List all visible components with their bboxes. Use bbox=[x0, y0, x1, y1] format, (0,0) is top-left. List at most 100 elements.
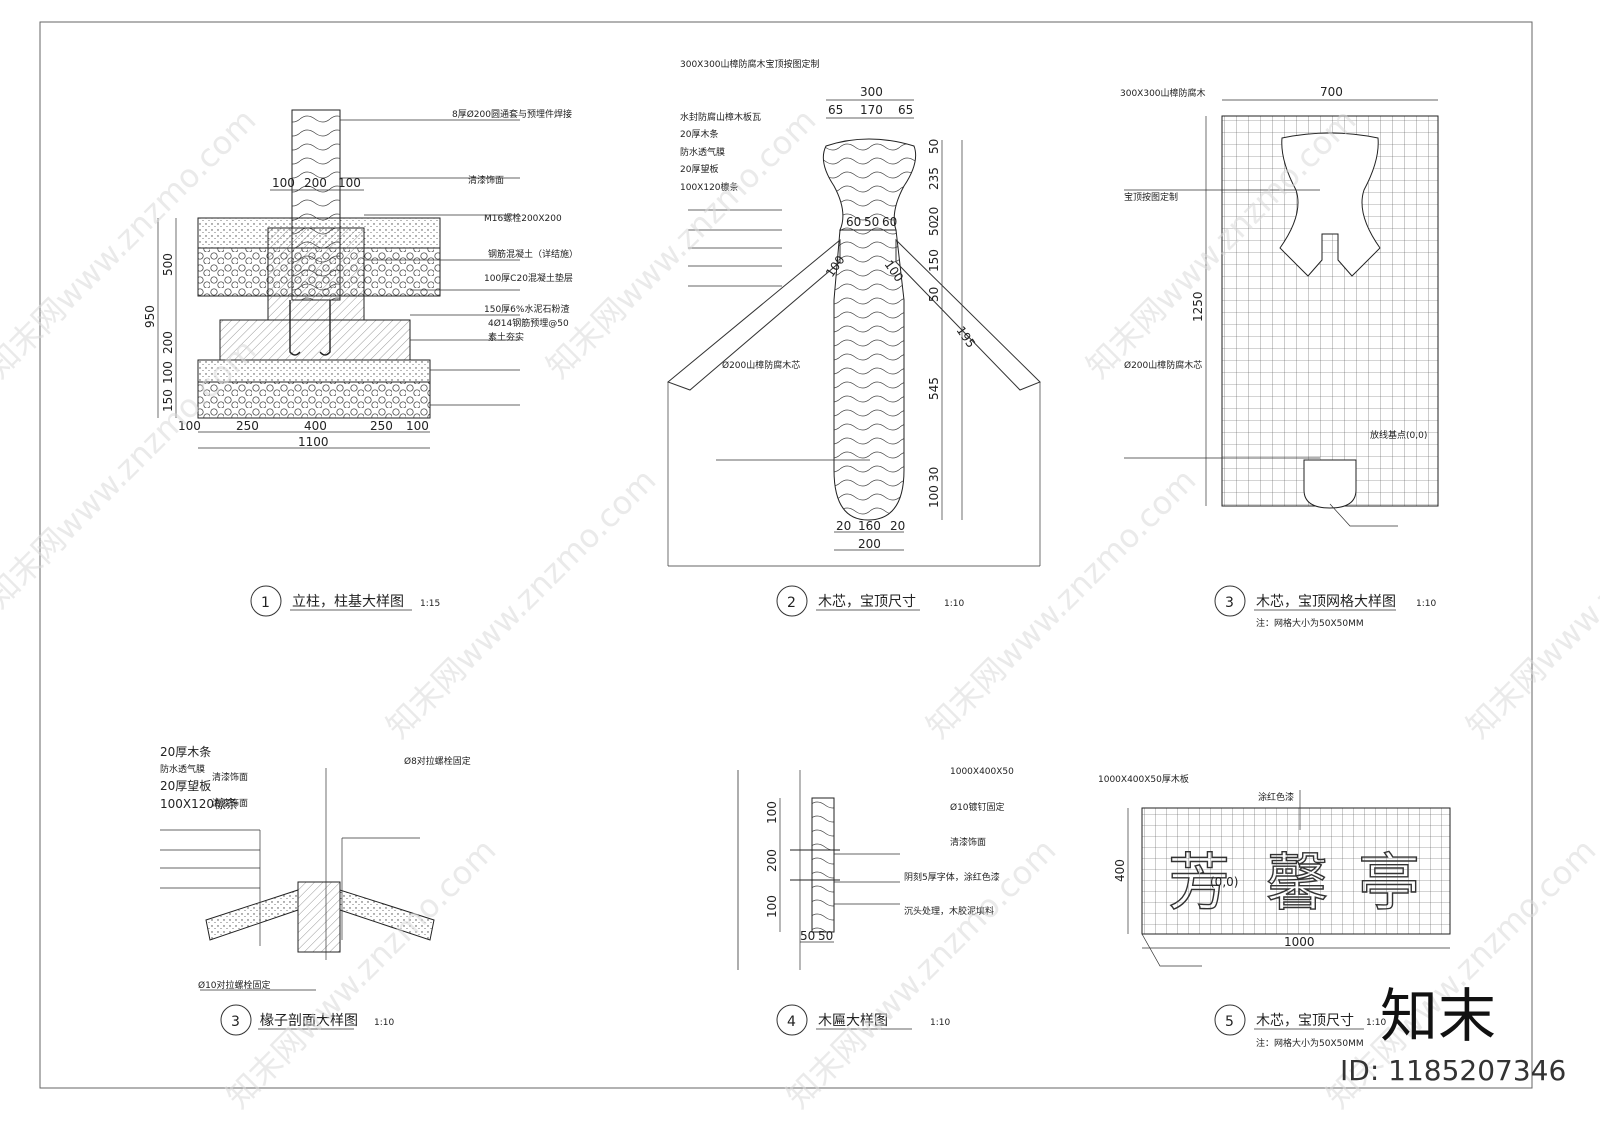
d2-dim-right-5: 150 bbox=[927, 249, 941, 272]
d2-dim-right-7: 545 bbox=[927, 377, 941, 400]
d2-dim-top-1: 65 bbox=[828, 103, 843, 117]
d2-dim-right-3: 20 bbox=[927, 207, 941, 222]
d1-dim-bottom-5: 100 bbox=[406, 419, 429, 433]
d5-char-2: 馨 bbox=[1266, 846, 1328, 919]
d3a-scale: 1:10 bbox=[1416, 599, 1436, 609]
d1-dim-left-3: 100 bbox=[161, 361, 175, 384]
d3b-scale: 1:10 bbox=[374, 1018, 394, 1028]
d2-dim-right-9: 100 bbox=[927, 485, 941, 508]
d3b-inner-note-2: 清漆饰面 bbox=[212, 797, 248, 809]
d1-note-4: 钢筋混凝土（详结施） bbox=[488, 248, 578, 260]
d2-dim-mid-1: 60 bbox=[846, 215, 861, 229]
d1-note-1: 8厚Ø200圆通套与预埋件焊接 bbox=[452, 108, 572, 120]
watermark-8: 知末网www.znzmo.com bbox=[219, 831, 504, 1116]
d4-number: 4 bbox=[787, 1014, 796, 1030]
d2-note-3: 防水透气膜 bbox=[680, 146, 725, 158]
d1-note-6: 150厚6%水泥石粉渣 bbox=[484, 303, 569, 315]
d4-note-5: 沉头处理，木胶泥填料 bbox=[904, 905, 994, 917]
d1-note-5: 100厚C20混凝土垫层 bbox=[484, 272, 573, 284]
d4-title: 木匾大样图 bbox=[818, 1013, 888, 1029]
d4-note-3: 清漆饰面 bbox=[950, 836, 986, 848]
detail-3-finial-grid bbox=[1124, 99, 1439, 527]
d1-number: 1 bbox=[261, 595, 270, 611]
d2-dim-right-1: 50 bbox=[927, 139, 941, 154]
d2-head-note: 300X300山樟防腐木宝顶按图定制 bbox=[680, 58, 820, 70]
d1-dim-total: 1100 bbox=[298, 435, 329, 449]
d5-char-1: 芳 bbox=[1168, 846, 1230, 919]
d1-dim-bottom-3: 400 bbox=[304, 419, 327, 433]
d2-number: 2 bbox=[787, 595, 796, 611]
detail-1-column-foundation bbox=[157, 109, 520, 449]
sheet-border bbox=[39, 21, 1533, 1089]
detail-3b-rafter-section bbox=[160, 768, 435, 991]
d4-dim-left-3: 100 bbox=[765, 895, 779, 918]
d4-note-4: 阴刻5厚字体，涂红色漆 bbox=[904, 871, 1000, 883]
d2-number-circle bbox=[776, 585, 808, 617]
d5-char-3: 亭 bbox=[1358, 846, 1420, 919]
d2-dim-top-3: 65 bbox=[898, 103, 913, 117]
d3a-number: 3 bbox=[1225, 595, 1234, 611]
d2-angle-dim-3: 195 bbox=[954, 324, 979, 351]
detail-2-finial bbox=[667, 99, 1041, 567]
d4-scale: 1:10 bbox=[930, 1018, 950, 1028]
watermark-2: 知末网www.znzmo.com bbox=[539, 101, 824, 386]
d1-dim-bottom-1: 100 bbox=[178, 419, 201, 433]
d1-note-3: M16螺栓200X200 bbox=[484, 212, 562, 224]
d3b-note-2: 防水透气膜 bbox=[160, 763, 205, 775]
d4-dim-bottom-2: 50 bbox=[818, 929, 833, 943]
d3a-top-left: 300X300山樟防腐木 bbox=[1120, 87, 1206, 99]
d1-dim-top-1: 100 bbox=[272, 176, 295, 190]
d3b-bolt-note: Ø10对拉螺栓固定 bbox=[198, 979, 271, 991]
d1-dim-left-total: 950 bbox=[143, 305, 157, 328]
d2-dim-mid-3: 60 bbox=[882, 215, 897, 229]
d5-number-circle bbox=[1214, 1004, 1246, 1036]
d3a-origin: 放线基点(0,0) bbox=[1370, 429, 1427, 441]
d2-dim-top-2: 170 bbox=[860, 103, 883, 117]
d4-number-circle bbox=[776, 1004, 808, 1036]
d3a-width: 700 bbox=[1320, 85, 1343, 99]
d5-remark: 注：网格大小为50X50MM bbox=[1256, 1037, 1364, 1049]
d3b-note-1: 20厚木条 bbox=[160, 745, 211, 759]
d3b-number-circle bbox=[220, 1004, 252, 1036]
d2-dim-right-2: 235 bbox=[927, 167, 941, 190]
d3a-title: 木芯，宝顶网格大样图 bbox=[1256, 594, 1396, 610]
d3b-title: 椽子剖面大样图 bbox=[260, 1013, 358, 1029]
d2-scale: 1:10 bbox=[944, 599, 964, 609]
watermark-7: 知末网www.znzmo.com bbox=[1459, 461, 1600, 746]
d3b-right-note: Ø8对拉螺栓固定 bbox=[404, 755, 471, 767]
d2-dim-right-6: 50 bbox=[927, 287, 941, 302]
d2-note-5: 100X120檩条 bbox=[680, 181, 739, 193]
d3a-height: 1250 bbox=[1191, 291, 1205, 322]
d1-note-7: 4Ø14钢筋预埋@50 bbox=[488, 317, 569, 329]
d5-scale: 1:10 bbox=[1366, 1018, 1386, 1028]
d4-note-2: Ø10镀钉固定 bbox=[950, 801, 1005, 813]
d1-number-circle bbox=[250, 585, 282, 617]
d2-dim-bottom-1: 20 bbox=[836, 519, 851, 533]
d4-dim-left-2: 200 bbox=[765, 849, 779, 872]
detail-5-plaque-grid bbox=[1127, 790, 1451, 967]
d1-dim-left-2: 200 bbox=[161, 331, 175, 354]
d5-paint-note: 涂红色漆 bbox=[1258, 791, 1294, 803]
d5-height: 400 bbox=[1113, 859, 1127, 882]
watermark-4: 知末网www.znzmo.com bbox=[0, 331, 263, 616]
d2-dim-bottom-total: 200 bbox=[858, 537, 881, 551]
d1-dim-bottom-2: 250 bbox=[236, 419, 259, 433]
d5-width: 1000 bbox=[1284, 935, 1315, 949]
d4-dim-left-1: 100 bbox=[765, 801, 779, 824]
d5-title: 木芯，宝顶尺寸 bbox=[1256, 1013, 1354, 1029]
d5-origin: (0,0) bbox=[1210, 875, 1238, 889]
d3b-number: 3 bbox=[231, 1014, 240, 1030]
d2-dim-right-8: 30 bbox=[927, 467, 941, 482]
d2-rafter-note: Ø200山樟防腐木芯 bbox=[722, 359, 800, 371]
d1-dim-left-1: 500 bbox=[161, 253, 175, 276]
d2-dim-top-total: 300 bbox=[860, 85, 883, 99]
d1-dim-bottom-4: 250 bbox=[370, 419, 393, 433]
d3b-note-4: 100X120檩条 bbox=[160, 796, 238, 811]
d2-note-2: 20厚木条 bbox=[680, 128, 718, 140]
d4-dim-bottom-1: 50 bbox=[800, 929, 815, 943]
d3a-note-mid: 宝顶按图定制 bbox=[1124, 191, 1178, 203]
d2-title: 木芯，宝顶尺寸 bbox=[818, 594, 916, 610]
d2-dim-bottom-2: 160 bbox=[858, 519, 881, 533]
d2-dim-bottom-3: 20 bbox=[890, 519, 905, 533]
